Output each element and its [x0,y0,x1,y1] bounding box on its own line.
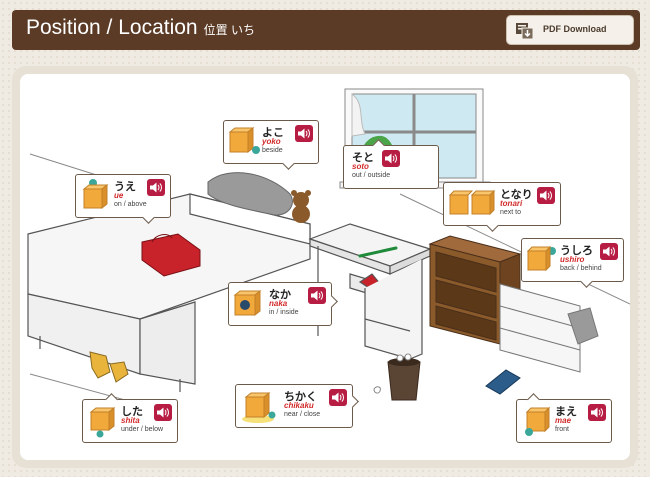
word-japanese: うえ [114,180,136,193]
blue-book [485,369,521,395]
speaker-icon [603,246,615,257]
green-pen [358,246,398,258]
trash-bin [373,353,421,401]
word-romaji: mae [555,416,572,425]
word-japanese: となり [500,188,533,201]
word-bubble-tonari: となり tonari next to [443,182,561,232]
ball-inside-box-icon [233,289,262,317]
pdf-download-label: PDF Download [543,24,607,34]
word-english: next to [500,209,522,216]
word-romaji: soto [352,162,369,171]
speaker-icon [591,407,603,418]
word-bubble-shita: した shita under / below [82,393,178,443]
word-english: near / close [284,411,321,418]
word-romaji: ue [114,191,124,200]
word-bubble-ue: うえ ue on / above [75,174,171,224]
speaker-icon [150,182,162,193]
play-audio-button[interactable] [147,179,165,196]
word-romaji: tonari [500,199,523,208]
word-english: under / below [121,426,164,433]
teddy-bear [291,190,311,223]
word-english: on / above [114,201,147,208]
ball-under-box-icon [89,406,116,438]
pdf-download-icon [516,23,534,40]
word-romaji: naka [269,299,288,308]
play-audio-button[interactable] [382,150,400,167]
title-text: Position / Location [26,16,198,39]
word-english: in / inside [269,309,299,316]
play-audio-button[interactable] [295,125,313,142]
speaker-icon [332,392,344,403]
speaker-icon [540,190,552,201]
header-bar: Position / Location 位置 いち PDF Download [12,10,640,50]
page-title: Position / Location 位置 いち [26,16,255,40]
word-japanese: した [121,405,143,418]
word-japanese: ちかく [284,390,317,403]
word-bubble-chikaku: ちかく chikaku near / close [235,384,359,428]
speaker-icon [298,128,310,139]
box-ball-on-top-icon [82,179,109,210]
play-audio-button[interactable] [154,404,172,421]
red-bag [141,233,201,277]
word-bubble-ushiro: うしろ ushiro back / behind [521,238,624,288]
box-ball-beside-icon [228,127,260,154]
word-japanese: そと [352,151,374,164]
word-bubble-soto: そと soto out / outside [343,139,439,189]
pdf-download-button[interactable]: PDF Download [506,15,634,45]
title-japanese: 位置 いち [203,23,255,37]
play-audio-button[interactable] [308,287,326,304]
word-japanese: うしろ [560,244,593,257]
word-bubble-mae: まえ mae front [516,393,612,443]
desk [308,223,432,360]
play-audio-button[interactable] [600,243,618,260]
box-ball-behind-icon [526,245,556,272]
two-boxes-next-to-icon [448,189,496,216]
word-japanese: なか [269,288,291,301]
word-bubble-naka: なか naka in / inside [228,282,338,326]
word-japanese: よこ [262,126,284,139]
room-scene: よこ yoko beside そと soto out / outside [20,74,630,460]
ball-near-box-icon [242,391,276,423]
pillow [207,172,293,216]
speaker-icon [311,290,323,301]
play-audio-button[interactable] [588,404,606,421]
speaker-icon [385,153,397,164]
play-audio-button[interactable] [537,187,555,204]
word-english: front [555,426,570,433]
play-audio-button[interactable] [329,389,347,406]
socks [89,351,129,383]
word-english: beside [262,147,283,154]
speaker-icon [157,407,169,418]
white-shelf [499,283,599,373]
word-romaji: chikaku [284,401,314,410]
illustration-frame: よこ yoko beside そと soto out / outside [12,66,638,468]
ball-in-front-of-box-icon [525,406,551,436]
word-japanese: まえ [555,405,577,418]
word-romaji: ushiro [560,255,585,264]
word-bubble-yoko: よこ yoko beside [223,120,319,170]
word-romaji: yoko [262,137,281,146]
word-romaji: shita [121,416,140,425]
word-english: back / behind [560,265,602,272]
word-english: out / outside [352,172,391,179]
